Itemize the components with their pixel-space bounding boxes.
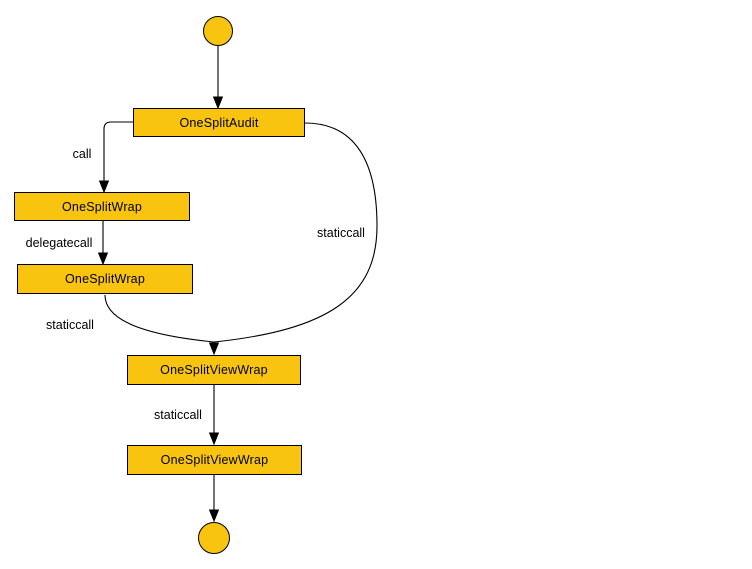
node-onesplitviewwrap-1: OneSplitViewWrap (127, 355, 301, 385)
edge-viewwrap2-to-end (208, 475, 220, 523)
edge-label-staticcall-right: staticcall (317, 226, 365, 240)
node-onesplitwrap-1: OneSplitWrap (14, 192, 190, 221)
edge-label-staticcall-left: staticcall (46, 318, 94, 332)
edge-audit-to-viewwrap1-staticcall (208, 122, 378, 356)
edge-audit-to-wrap1-call (98, 121, 133, 194)
edge-label-delegatecall: delegatecall (25, 236, 93, 250)
node-onesplitwrap-2: OneSplitWrap (17, 264, 193, 294)
node-label: OneSplitWrap (65, 272, 145, 286)
node-label: OneSplitViewWrap (160, 363, 268, 377)
node-onesplitviewwrap-2: OneSplitViewWrap (127, 445, 302, 475)
start-node (203, 16, 233, 46)
node-label: OneSplitAudit (179, 115, 259, 130)
edge-wrap1-to-wrap2-delegatecall (97, 221, 109, 266)
node-label: OneSplitWrap (62, 199, 142, 214)
node-onesplitaudit: OneSplitAudit (133, 108, 305, 137)
edge-label-staticcall-bottom: staticcall (154, 408, 202, 422)
edge-viewwrap1-to-viewwrap2-staticcall (208, 385, 220, 446)
edge-wrap2-to-viewwrap1-staticcall (104, 294, 215, 343)
node-label: OneSplitViewWrap (160, 453, 269, 467)
edge-label-call: call (72, 147, 92, 161)
edge-start-to-audit (212, 46, 224, 110)
end-node (198, 522, 230, 554)
